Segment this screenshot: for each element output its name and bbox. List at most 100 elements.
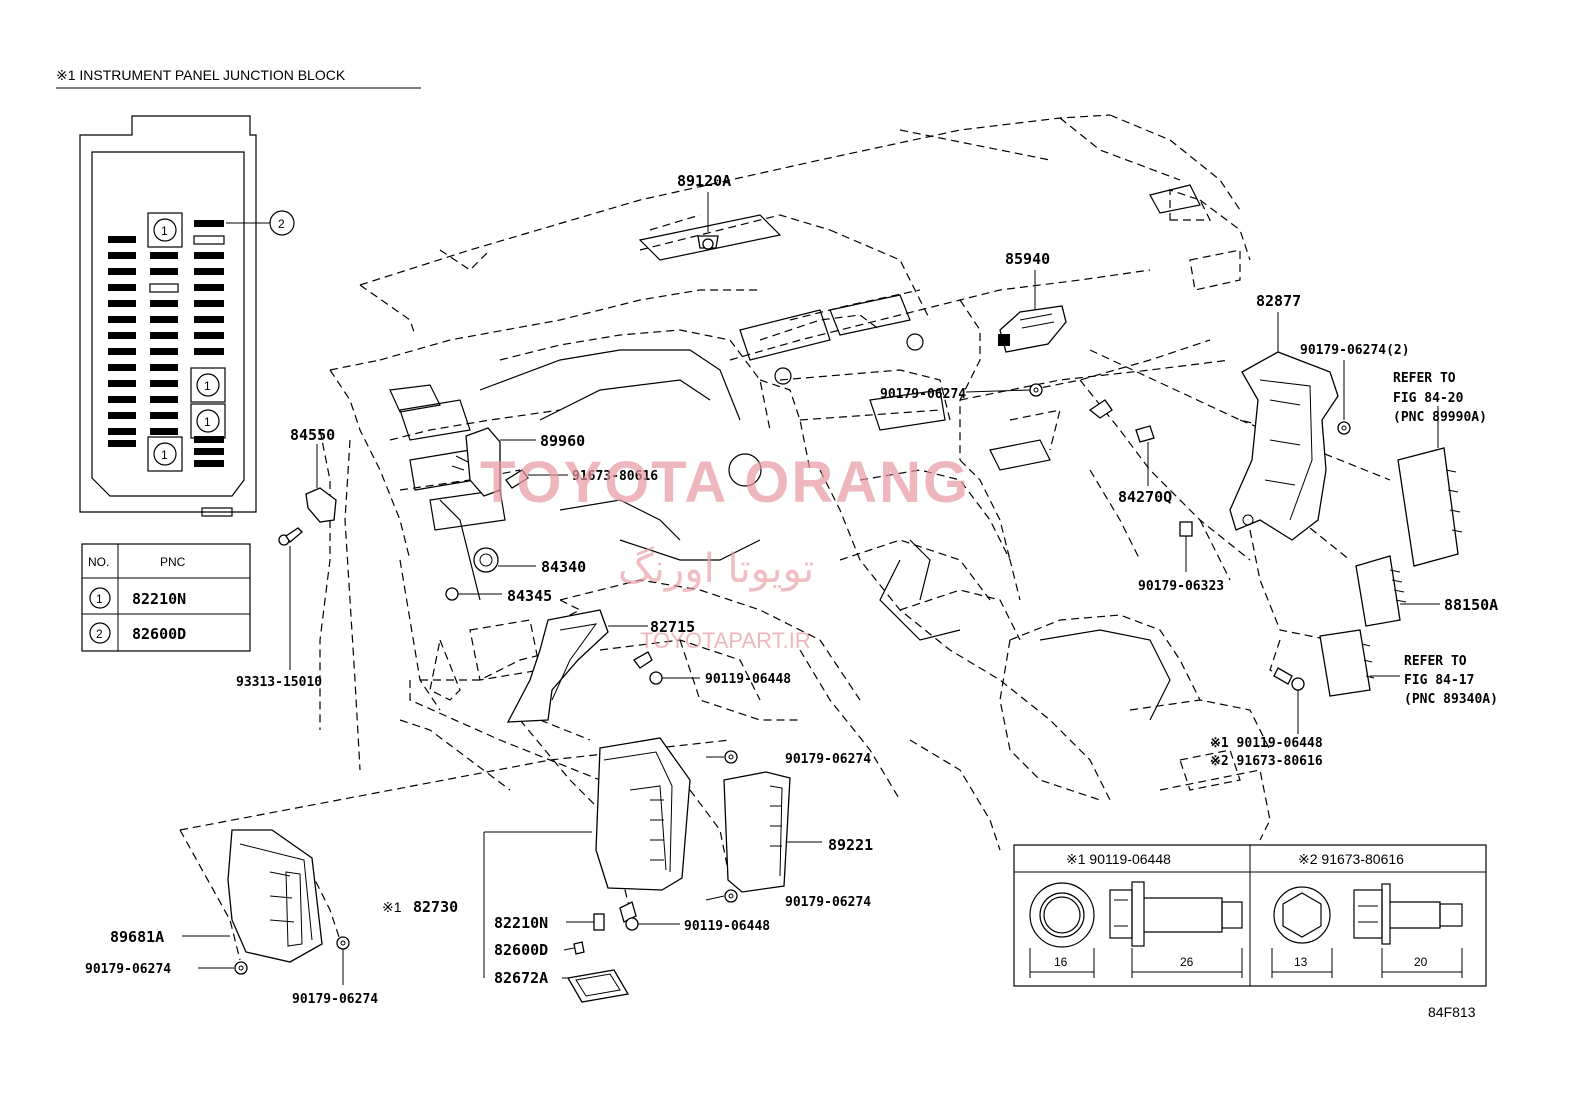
nut-icon: [724, 750, 738, 764]
figure-code: 84F813: [1428, 1004, 1476, 1020]
watermark-title: TOYOTA ORANG: [480, 450, 970, 515]
svg-text:1: 1: [161, 448, 168, 462]
table-header-pnc: PNC: [160, 555, 186, 569]
label-82730: 82730: [413, 898, 458, 916]
label-refer-to: REFER TO: [1404, 654, 1467, 669]
label-82600d: 82600D: [494, 941, 548, 959]
label-90119-06448: 90119-06448: [684, 919, 770, 934]
label-refer-to: REFER TO: [1393, 371, 1456, 386]
pnc-table: NO. PNC 1 82210N 2 82600D: [81, 543, 251, 652]
fastener-col1-title: ※1 90119-06448: [1066, 851, 1171, 867]
label-91673-80616: 91673-80616: [572, 469, 658, 484]
bolt-90119-06448-icon: [1273, 667, 1305, 734]
fastener-col2-title: ※2 91673-80616: [1298, 851, 1404, 867]
dim-20: 20: [1414, 955, 1428, 969]
module-89990a-icon: [1397, 406, 1463, 567]
fastener-detail-table: ※1 90119-06448 ※2 91673-80616 16 26: [1013, 844, 1487, 987]
ecu-89221-icon: [723, 771, 822, 893]
junction-block-inset: ※1 INSTRUMENT PANEL JUNCTION BLOCK: [56, 67, 421, 652]
nut-icon: [1337, 360, 1351, 435]
label-90179-06274: 90179-06274: [785, 752, 871, 767]
label-89681a: 89681A: [110, 928, 164, 946]
nut-icon: [1029, 383, 1043, 397]
label-84340: 84340: [541, 558, 586, 576]
dim-13: 13: [1294, 955, 1308, 969]
label-88150a: 88150A: [1444, 596, 1498, 614]
fuse-82600d-icon: [573, 941, 585, 955]
slot-marker: 1: [190, 367, 226, 403]
ring-84345-icon: [445, 587, 502, 601]
label-refer-pnc: (PNC 89340A): [1404, 692, 1498, 707]
hex-bolt-side-view-icon: [1353, 883, 1463, 945]
bolt-90119-06448-icon: [633, 651, 700, 685]
label-90179-06274: 90179-06274: [880, 387, 966, 402]
label-84550: 84550: [290, 426, 335, 444]
label-89120a: 89120A: [677, 172, 731, 190]
label-refer-fig: FIG 84-17: [1404, 673, 1474, 688]
label-90179-06274-2: 90179-06274(2): [1300, 343, 1410, 358]
label-star1-bolt: ※1 90119-06448: [1210, 736, 1323, 751]
bracket-89681a-icon: [182, 829, 323, 963]
part-labels: 89120A 85940 82877 90179-06274(2) REFER …: [85, 172, 1498, 1007]
label-82210n: 82210N: [494, 914, 548, 932]
label-90119-06448: 90119-06448: [705, 672, 791, 687]
svg-text:1: 1: [161, 224, 168, 238]
junction-block-82730-icon: [483, 737, 691, 978]
bracket-82877-icon: [1229, 312, 1339, 541]
dim-26: 26: [1180, 955, 1194, 969]
wire-bracket-82715-icon: [506, 609, 648, 723]
bracket-84550-icon: [305, 444, 337, 523]
label-85940: 85940: [1005, 250, 1050, 268]
table-header-no: NO.: [88, 555, 109, 569]
label-84270q: 84270Q: [1118, 488, 1172, 506]
label-90179-06274: 90179-06274: [85, 962, 171, 977]
clip-84270q-icon: [1088, 399, 1155, 486]
slot-marker: 1: [190, 403, 226, 439]
hex-bolt-top-view-icon: [1273, 886, 1331, 944]
leader-lines: [198, 389, 1031, 979]
ecu-88150a-icon: [1355, 555, 1440, 627]
label-84345: 84345: [507, 587, 552, 605]
callout-number: 2: [278, 217, 285, 231]
label-82672a: 82672A: [494, 969, 548, 987]
nut-icon: [234, 961, 248, 975]
fuse-rows: [108, 220, 225, 467]
slot-marker: 1: [147, 212, 183, 248]
table-row-no: 2: [96, 627, 103, 641]
label-82730-mark: ※1: [382, 899, 402, 915]
nut-icon: [336, 936, 350, 985]
clip-90179-06323-icon: [1179, 521, 1193, 572]
table-row-pnc: 82210N: [132, 590, 186, 608]
bolt-91673-80616-icon: [505, 469, 568, 489]
dashboard-outline: [179, 114, 1391, 961]
watermark-url: TOYOTAPART.IR: [640, 628, 811, 653]
label-refer-fig: FIG 84-20: [1393, 391, 1464, 406]
bolt-90119-06448-icon: [619, 901, 680, 931]
label-93313-15010: 93313-15010: [236, 675, 322, 690]
label-refer-pnc: (PNC 89990A): [1393, 410, 1487, 425]
label-90179-06274: 90179-06274: [785, 895, 871, 910]
label-star2-bolt: ※2 91673-80616: [1210, 754, 1323, 769]
svg-text:1: 1: [204, 415, 211, 429]
nut-icon: [724, 889, 738, 903]
label-82715: 82715: [650, 618, 695, 636]
label-90179-06274: 90179-06274: [292, 992, 378, 1007]
dim-16: 16: [1054, 955, 1068, 969]
cover-82672a-icon: [566, 969, 630, 1003]
module-89340a-icon: [1319, 629, 1400, 697]
dashboard-solid-details: [389, 184, 1201, 721]
slot-marker: 1: [147, 436, 183, 472]
label-90179-06323: 90179-06323: [1138, 579, 1224, 594]
label-89960: 89960: [540, 432, 585, 450]
module-85940-icon: [998, 270, 1067, 353]
switch-84340-icon: [473, 547, 536, 573]
table-row-no: 1: [96, 592, 103, 606]
watermark: TOYOTA ORANG تويوتا اورنگ TOYOTAPART.IR: [480, 450, 970, 653]
table-row-pnc: 82600D: [132, 625, 186, 643]
flange-bolt-side-view-icon: [1109, 881, 1243, 947]
watermark-persian: تويوتا اورنگ: [618, 546, 814, 592]
svg-text:1: 1: [204, 379, 211, 393]
label-82877: 82877: [1256, 292, 1301, 310]
relay-82210n-icon: [566, 913, 605, 931]
